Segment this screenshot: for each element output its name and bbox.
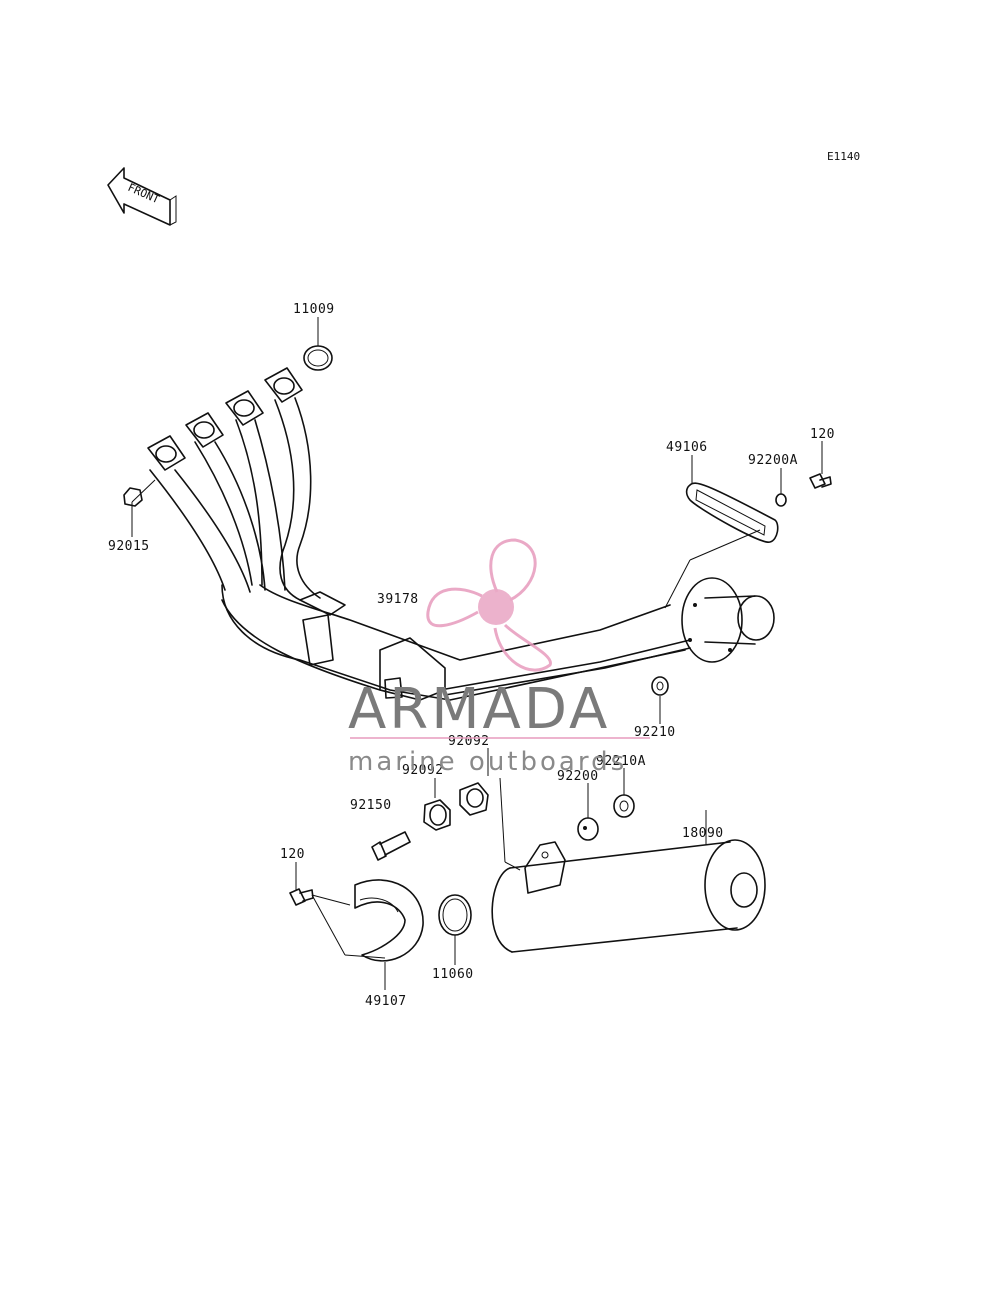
label-39178: 39178 (377, 592, 419, 607)
flange-3 (225, 390, 264, 426)
label-92200: 92200 (557, 769, 599, 784)
bolt-120-top (809, 473, 832, 489)
bolt-120-bottom (289, 888, 314, 906)
end-cap-49107 (354, 879, 424, 962)
washer-92200A (775, 493, 787, 507)
watermark: ARMADA marine outboards (348, 538, 650, 777)
bolt-92150 (371, 831, 411, 861)
collar-92092-a (423, 799, 451, 831)
label-49106: 49106 (666, 440, 708, 455)
flange-2 (185, 412, 224, 448)
label-120-top: 120 (810, 427, 835, 442)
label-18090: 18090 (682, 826, 724, 841)
label-92092-b: 92092 (402, 763, 444, 778)
label-49107: 49107 (365, 994, 407, 1009)
label-92210A: 92210A (596, 754, 646, 769)
watermark-brand: ARMADA (348, 677, 610, 742)
watermark-tagline: marine outboards (348, 747, 627, 777)
muffler-18090 (491, 839, 766, 953)
nut-92015 (123, 487, 143, 507)
leader-lines (131, 317, 823, 990)
label-120-bottom: 120 (280, 847, 305, 862)
label-11060: 11060 (432, 967, 474, 982)
label-92015: 92015 (108, 539, 150, 554)
propeller-icon (426, 538, 552, 672)
flange-4 (264, 367, 303, 403)
damper-92210 (651, 676, 669, 696)
label-11009: 11009 (293, 302, 335, 317)
damper-92210A (613, 794, 635, 818)
diagram-code: E1140 (827, 150, 860, 163)
label-92210: 92210 (634, 725, 676, 740)
heat-guard-49106 (685, 482, 779, 543)
front-label: FRONT (126, 181, 162, 206)
front-arrow-icon: FRONT (107, 167, 177, 226)
label-92200A: 92200A (748, 453, 798, 468)
collar-92092-b (459, 782, 489, 816)
gasket-11060 (438, 894, 472, 936)
flange-1 (147, 435, 186, 471)
label-92150: 92150 (350, 798, 392, 813)
exhaust-header-39178 (147, 367, 775, 701)
washer-92200 (577, 817, 599, 841)
